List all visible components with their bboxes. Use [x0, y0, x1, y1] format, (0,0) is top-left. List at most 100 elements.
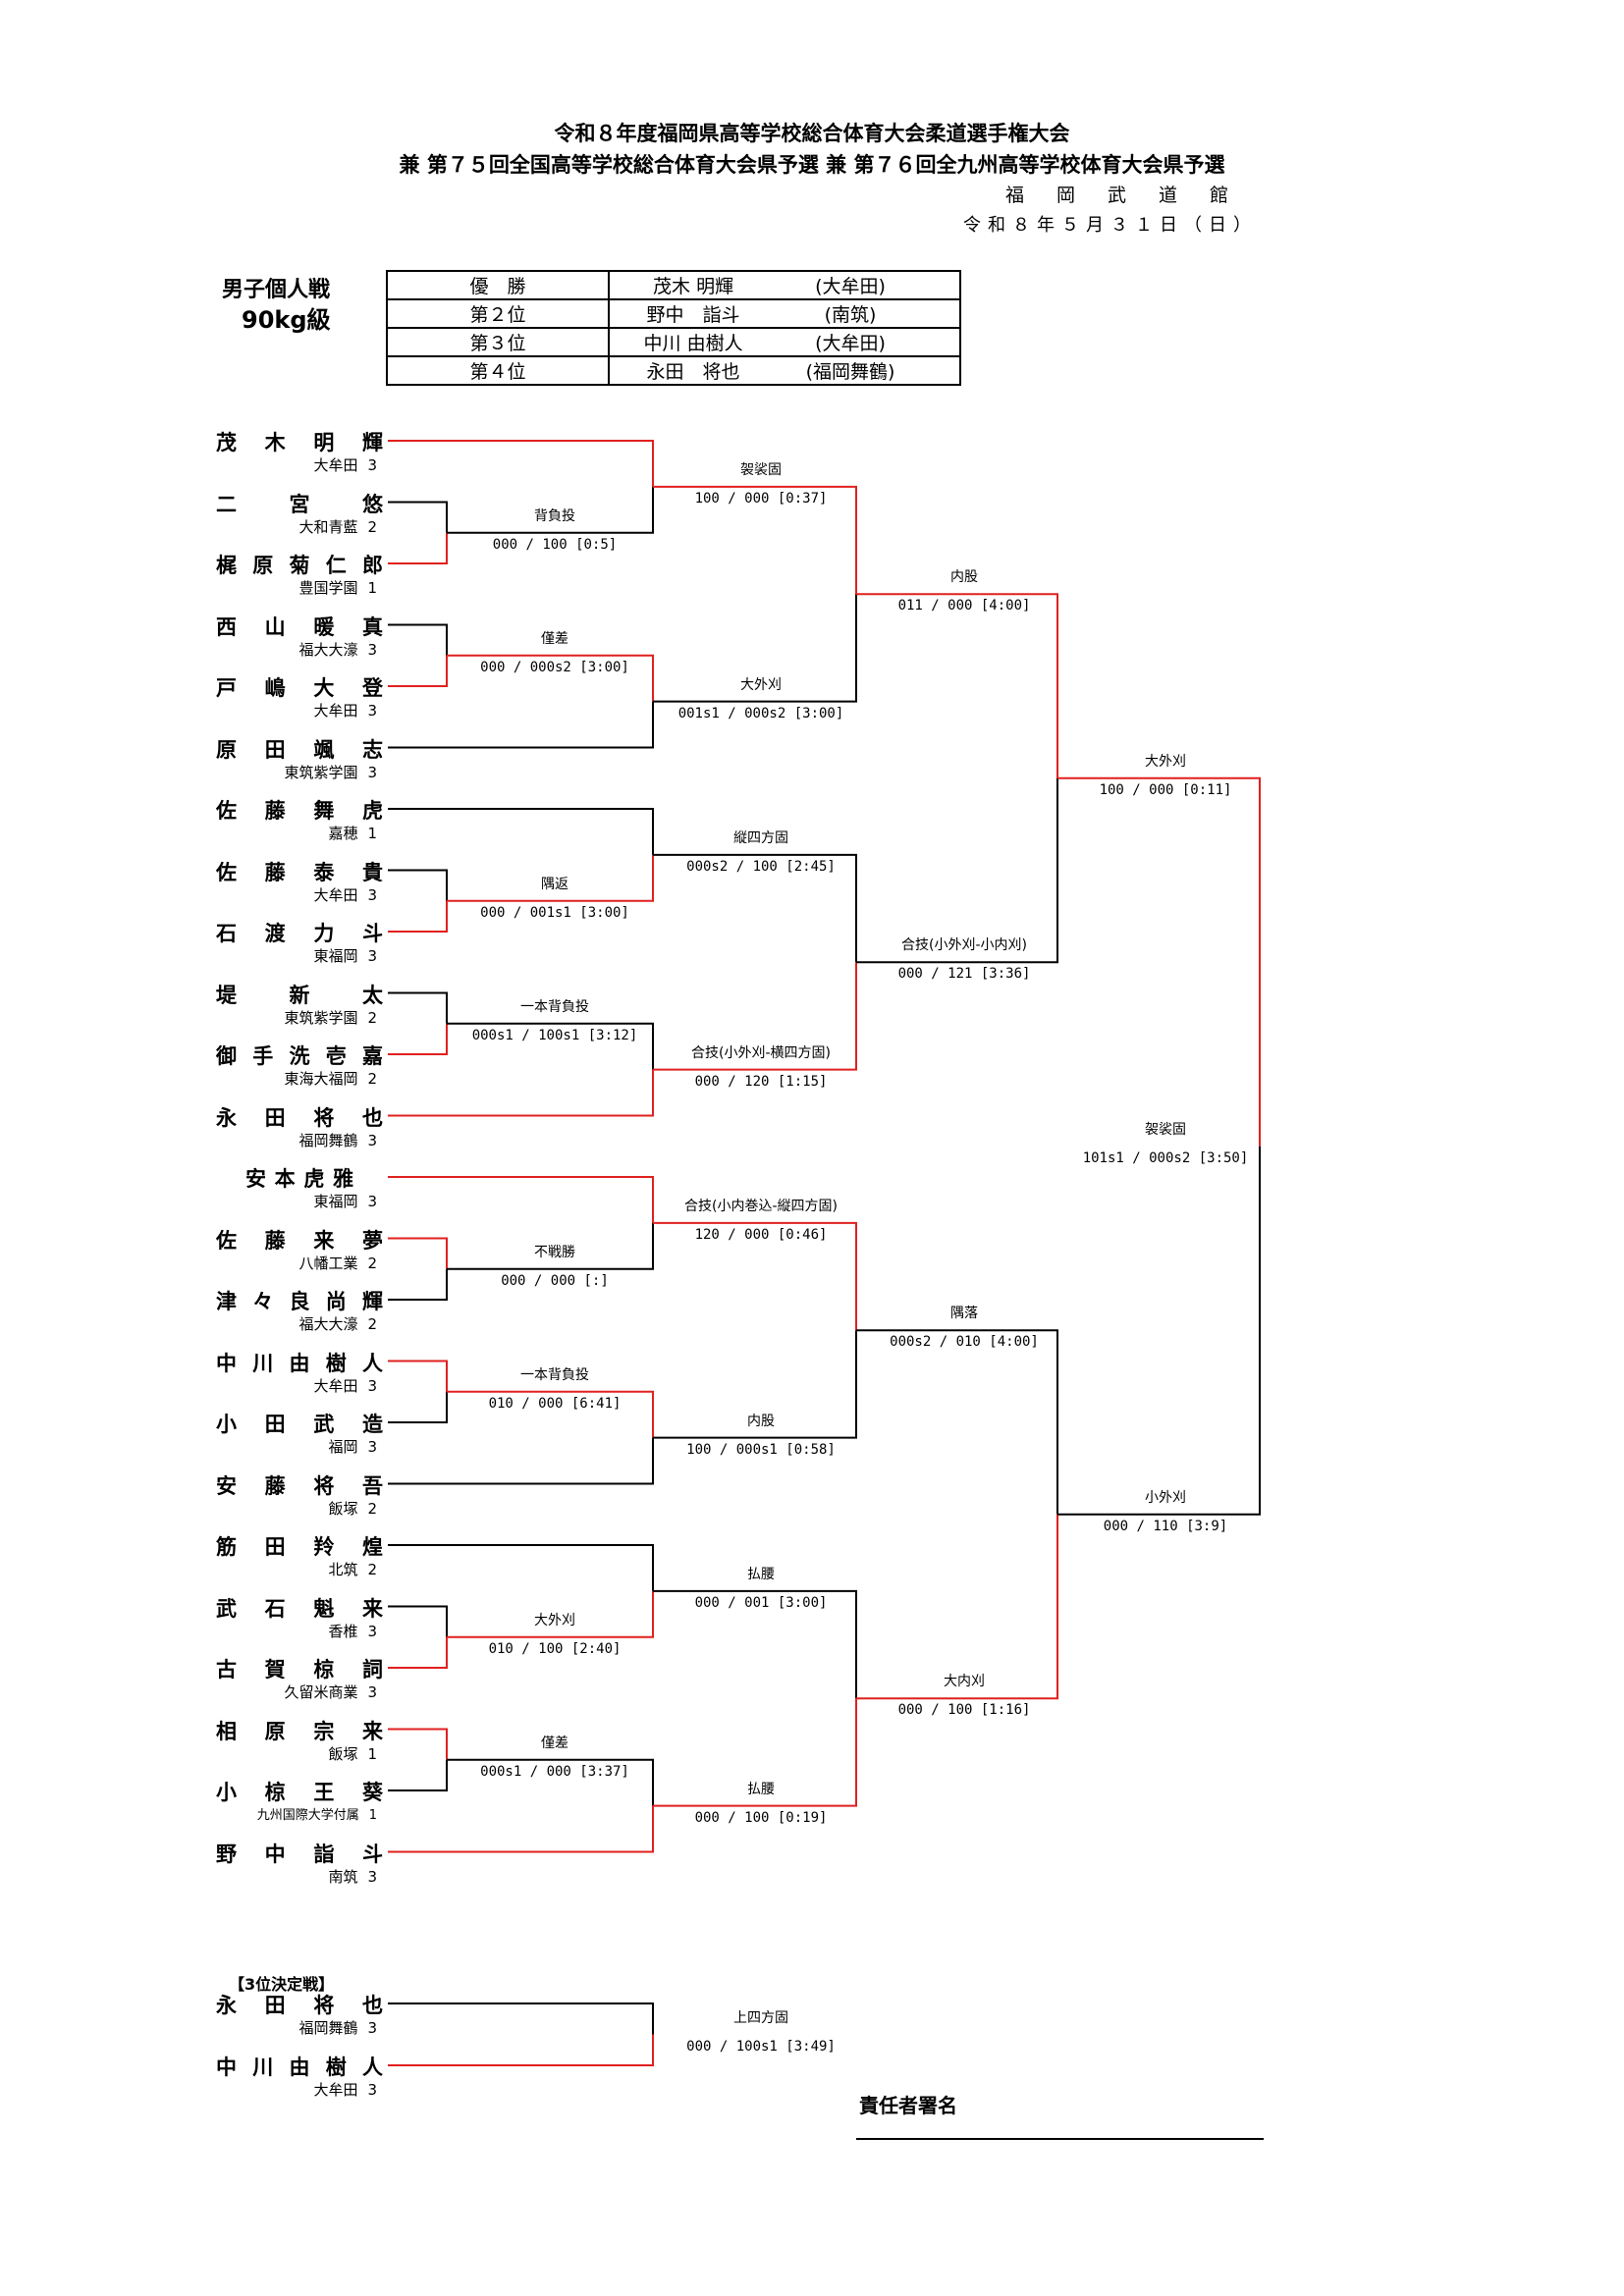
bout-score: 000 / 100 [1:16] [897, 1702, 1031, 1719]
result-rank: 優 勝 [385, 270, 611, 300]
player-grade: 3 [367, 1683, 377, 1701]
bout-score: 010 / 100 [2:40] [488, 1640, 622, 1657]
r1-line-b [388, 1391, 448, 1423]
bout-technique: 隅落 [950, 1306, 978, 1322]
player-name: 相原宗来 [216, 1719, 383, 1743]
school-name: 豊国学園 [298, 579, 358, 597]
school-name: 嘉穂 [328, 825, 358, 842]
r2-line-b [447, 486, 654, 534]
r3-line-a [653, 853, 857, 963]
bout-technique: 大外刈 [534, 1612, 575, 1629]
bout-technique: 上四方固 [733, 2009, 788, 2026]
result-player: 中川 由樹人(大牟田) [608, 327, 961, 357]
bout-score: 100 / 000 [0:37] [694, 490, 828, 507]
player-grade: 3 [367, 2019, 377, 2037]
school-name: 東筑紫学園 [284, 1008, 358, 1027]
result-player: 茂木 明輝(大牟田) [608, 270, 961, 300]
third-place-player-name: 中川由樹人 [216, 2056, 383, 2079]
school-name: 久留米商業 [284, 1683, 358, 1701]
school-name: 東筑紫学園 [284, 763, 358, 781]
player-school: 久留米商業 3 [284, 1682, 377, 1702]
school-name: 南筑 [328, 1867, 358, 1886]
player-name: 中川由樹人 [216, 1351, 383, 1375]
player-grade: 1 [367, 1744, 377, 1763]
player-grade: 3 [367, 763, 377, 781]
school-name: 東海大福岡 [284, 1070, 358, 1088]
bout-score: 000 / 100 [0:19] [694, 1809, 828, 1826]
r1-line-a [388, 501, 448, 533]
player-name: 安藤将吾 [216, 1473, 383, 1498]
player-school: 東海大福岡 2 [284, 1068, 377, 1089]
venue: 福岡武道館 [1004, 185, 1261, 206]
third-line-a [388, 2002, 654, 2035]
result-name: 茂木 明輝 [653, 276, 734, 297]
player-grade: 3 [367, 2081, 377, 2099]
bout-technique: 袈裟固 [1145, 1121, 1186, 1138]
bout-score: 001s1 / 000s2 [3:00] [677, 705, 844, 721]
bout-score: 000 / 100s1 [3:49] [686, 2038, 836, 2055]
player-grade: 3 [367, 1193, 377, 1210]
bout-score: 100 / 000s1 [0:58] [686, 1441, 836, 1458]
bout-technique: 大外刈 [1145, 753, 1186, 770]
r4-line-a [856, 1329, 1058, 1515]
player-grade: 2 [367, 1070, 377, 1088]
bout-score: 120 / 000 [0:46] [694, 1226, 828, 1243]
player-name: 原田颯志 [216, 737, 383, 762]
result-name: 野中 詣斗 [646, 304, 740, 326]
player-school: 豊国学園 1 [298, 577, 377, 598]
bout-score: 100 / 000 [0:11] [1099, 781, 1232, 798]
player-grade: 3 [367, 1131, 377, 1149]
result-rank: 第４位 [385, 355, 611, 386]
results-row: 第２位 野中 詣斗(南筑) [385, 298, 961, 329]
r1-line-b [388, 900, 448, 933]
player-name: 西山暖真 [216, 614, 383, 639]
event-category: 男子個人戦 [222, 278, 331, 302]
player-name: 小椋王葵 [216, 1781, 383, 1804]
player-grade: 1 [368, 1808, 377, 1823]
bout-score: 000 / 121 [3:36] [897, 966, 1031, 983]
third-place-player-name: 永田将也 [216, 1994, 383, 2017]
bout-score: 000s2 / 100 [2:45] [686, 858, 836, 875]
event-date: 令和８年５月３１日（日） [963, 215, 1258, 236]
results-row: 第４位 永田 将也(福岡舞鶴) [385, 355, 961, 386]
player-grade: 1 [367, 579, 377, 597]
bout-technique: 合技(小外刈-横四方固) [691, 1044, 831, 1061]
player-name: 堤新太 [216, 983, 383, 1007]
title-line-1: 令和８年度福岡県高等学校総合体育大会柔道選手権大会 [554, 122, 1070, 145]
bout-technique: 小外刈 [1145, 1489, 1186, 1506]
player-name: 佐藤泰貴 [216, 860, 383, 884]
bout-technique: 背負投 [534, 507, 575, 524]
school-name: 飯塚 [328, 1744, 358, 1763]
signature-label: 責任者署名 [859, 2094, 957, 2117]
player-name: 小田武造 [216, 1413, 383, 1436]
r1-line-a [388, 869, 448, 901]
player-name: 野中詣斗 [216, 1842, 383, 1866]
player-name: 津々良尚輝 [216, 1290, 383, 1313]
r3-line-b [653, 1698, 857, 1807]
r2-line-a [388, 440, 654, 487]
r2-line-a [388, 1544, 654, 1591]
player-grade: 3 [367, 702, 377, 720]
result-name: 中川 由樹人 [643, 333, 743, 354]
r1-line-a [388, 1728, 448, 1760]
player-name: 御手洗壱嘉 [216, 1044, 383, 1068]
result-name: 永田 将也 [646, 361, 740, 383]
player-grade: 2 [367, 1254, 377, 1272]
bout-score: 101s1 / 000s2 [3:50] [1082, 1149, 1249, 1166]
school-name: 東福岡 [313, 947, 358, 965]
school-name: 大和青藍 [298, 517, 358, 536]
player-grade: 3 [367, 1376, 377, 1395]
player-name: 武石魁来 [216, 1596, 383, 1621]
